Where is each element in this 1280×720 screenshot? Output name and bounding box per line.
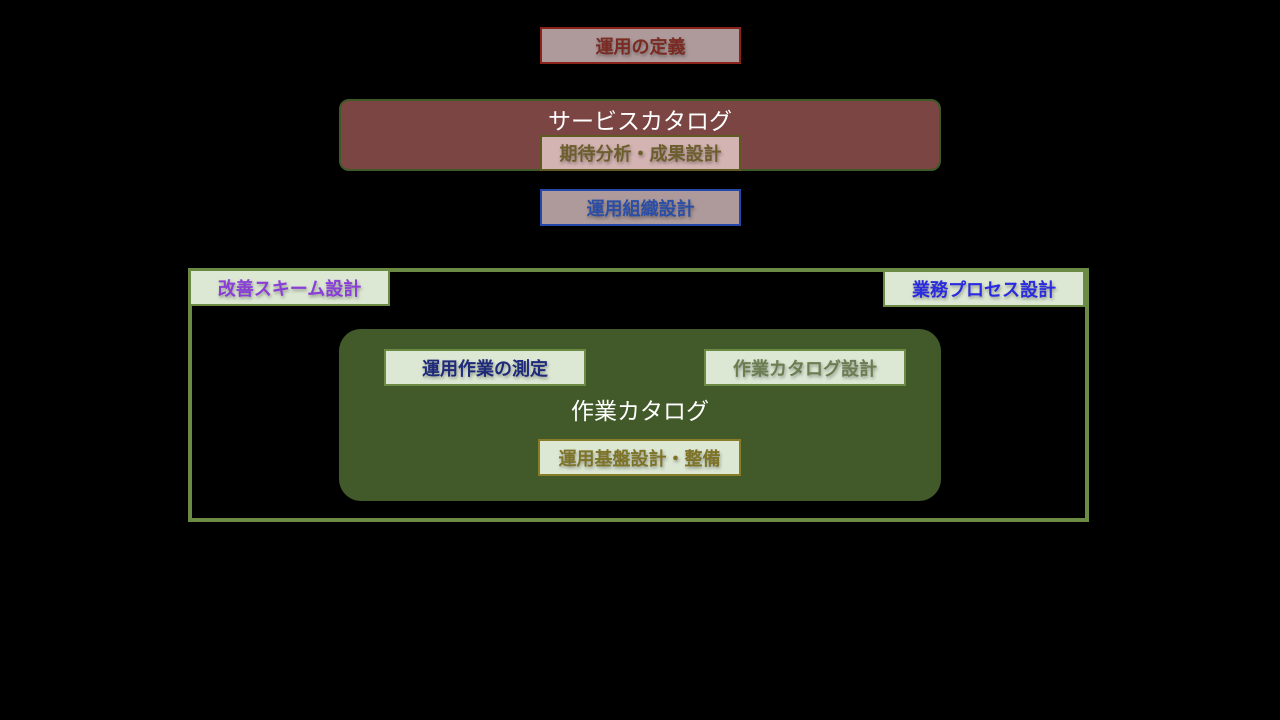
business-process-box: 業務プロセス設計: [883, 270, 1085, 307]
process-frame: [188, 268, 1089, 522]
work-catalog-design-box: 作業カタログ設計: [704, 349, 906, 386]
service-catalog-title: サービスカタログ: [548, 109, 732, 135]
operation-organization-box: 運用組織設計: [540, 189, 741, 226]
improvement-scheme-box: 改善スキーム設計: [189, 269, 390, 306]
infrastructure-design-box: 運用基盤設計・整備: [538, 439, 741, 476]
work-catalog-title: 作業カタログ: [571, 399, 709, 425]
expectation-analysis-box: 期待分析・成果設計: [540, 135, 741, 171]
operation-definition-box: 運用の定義: [540, 27, 741, 64]
work-measurement-box: 運用作業の測定: [384, 349, 586, 386]
